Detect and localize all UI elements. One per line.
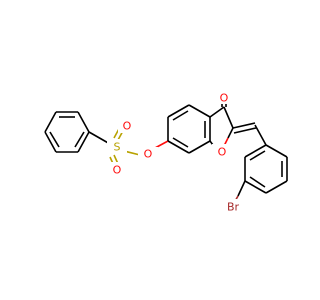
- bond: [44, 131, 57, 153]
- bond: [77, 131, 90, 153]
- ring-oxygen-label: O: [218, 146, 227, 159]
- bromophenyl-ring: [244, 144, 288, 194]
- molecule-structure: O O O S O O Br: [44, 90, 288, 214]
- bond: [77, 111, 90, 133]
- bond-inner: [249, 150, 266, 161]
- sulfur-label: S: [114, 141, 121, 154]
- bond: [233, 127, 257, 134]
- molecule-diagram: O O O S O O Br: [44, 90, 288, 214]
- bond-inner: [172, 137, 189, 148]
- bond: [254, 124, 267, 146]
- bond: [237, 180, 246, 197]
- benzo-ring: [167, 104, 211, 154]
- bond: [154, 140, 169, 149]
- bond: [188, 140, 211, 154]
- bond-inner: [49, 131, 60, 148]
- bond: [244, 144, 267, 158]
- atom-labels: O O O S O O Br: [107, 90, 245, 214]
- bond: [44, 111, 57, 133]
- bond: [167, 104, 190, 118]
- bond: [227, 127, 234, 139]
- bond: [167, 140, 190, 154]
- ester-oxygen-label: O: [144, 148, 153, 161]
- sulfonyl-oxygen-bottom-label: O: [113, 164, 122, 177]
- bond: [209, 106, 225, 118]
- bond-inner: [172, 110, 189, 121]
- bond-inner: [74, 131, 85, 148]
- bond: [88, 131, 111, 145]
- bond: [188, 104, 211, 118]
- phenyl-ring: [44, 111, 90, 153]
- carbonyl-oxygen-label: O: [220, 92, 229, 105]
- bond-inner: [249, 176, 266, 188]
- bromine-label: Br: [227, 201, 240, 214]
- sulfonyl-oxygen-top-label: O: [123, 120, 132, 133]
- bond: [223, 106, 234, 129]
- bond: [244, 180, 267, 194]
- bond: [265, 144, 288, 158]
- bond: [232, 122, 256, 129]
- bond: [265, 180, 288, 194]
- furanone-ring: [209, 106, 234, 146]
